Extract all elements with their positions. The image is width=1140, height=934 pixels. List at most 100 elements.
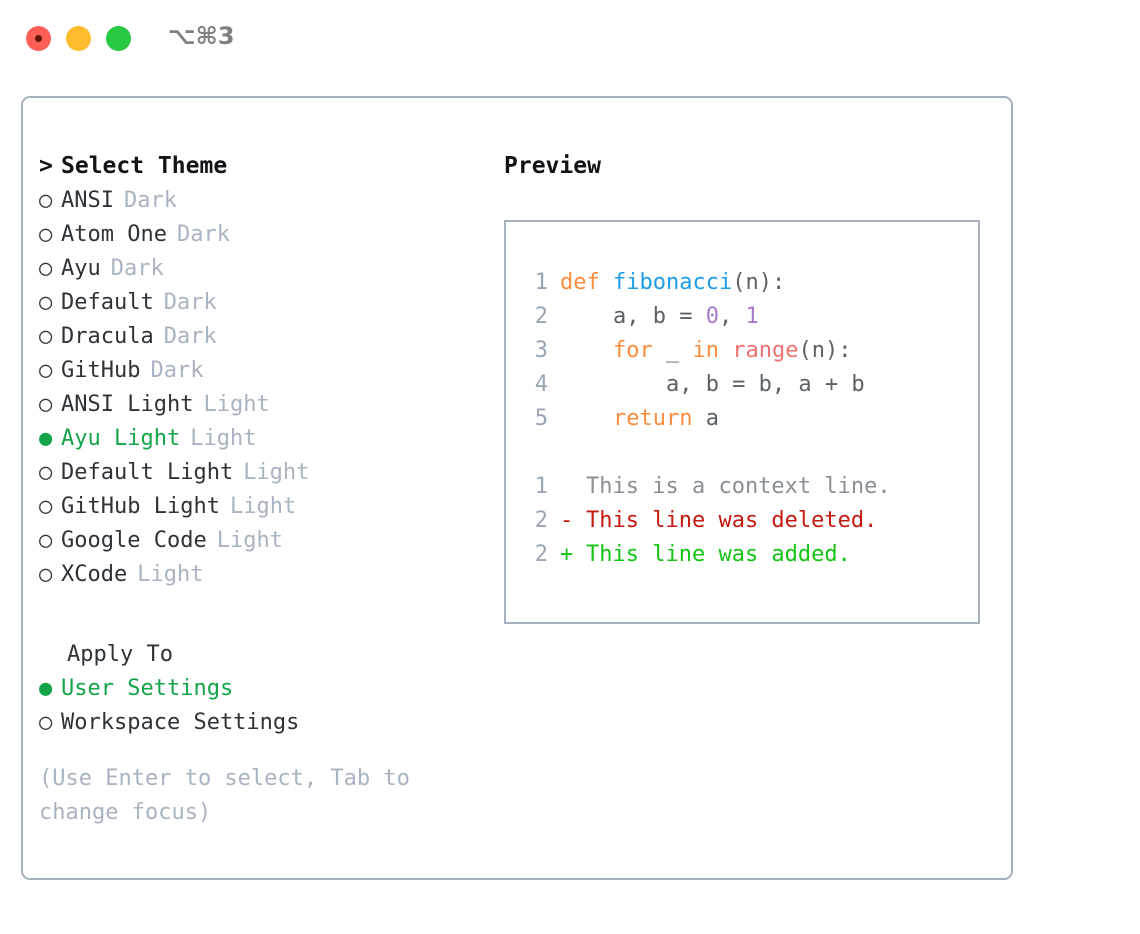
radio-unselected-icon: ○ [39, 460, 53, 485]
code-token-kw: for [612, 338, 653, 363]
radio-unselected-icon: ○ [39, 392, 53, 417]
code-line: 3 for _ in range(n): [522, 334, 962, 368]
radio-unselected-icon: ○ [39, 528, 53, 553]
apply-to-label: User Settings [61, 676, 234, 701]
theme-list-item[interactable]: ○ GitHub Light Light [39, 490, 479, 524]
theme-variant-tag: Dark [110, 256, 164, 281]
code-token-kw: def [560, 270, 613, 295]
theme-name: XCode [61, 562, 128, 587]
diff-sign: + [560, 542, 574, 567]
theme-variant-tag: Light [243, 460, 310, 485]
code-token-plain: a, b = b, a + b [560, 372, 865, 397]
diff-sign: - [560, 508, 574, 533]
code-line: 2 a, b = 0, 1 [522, 300, 962, 334]
diff-text: This line was deleted. [586, 508, 878, 533]
code-line: 5 return a [522, 402, 962, 436]
close-window-button[interactable] [26, 26, 51, 51]
diff-sample: 1 This is a context line.2-This line was… [522, 470, 962, 572]
code-token-punct: (n): [732, 270, 786, 295]
title-bar: ⌥⌘3 [0, 0, 1140, 78]
theme-name: ANSI Light [61, 392, 194, 417]
apply-to-option[interactable]: ● User Settings [39, 672, 479, 706]
theme-name: Default Light [61, 460, 234, 485]
code-token-plain: _ [652, 338, 693, 363]
radio-selected-icon: ● [39, 676, 53, 701]
theme-name: Default [61, 290, 154, 315]
radio-unselected-icon: ○ [39, 358, 53, 383]
code-token-plain [719, 338, 732, 363]
code-line: 1 def fibonacci(n): [522, 266, 962, 300]
theme-name: Google Code [61, 528, 207, 553]
theme-variant-tag: Dark [163, 290, 217, 315]
radio-unselected-icon: ○ [39, 188, 53, 213]
theme-variant-tag: Light [203, 392, 270, 417]
radio-unselected-icon: ○ [39, 256, 53, 281]
code-line-number: 1 [534, 270, 548, 295]
theme-list-item[interactable]: ○ ANSI Dark [39, 184, 479, 218]
code-token-punct: (n): [798, 338, 852, 363]
code-token-plain: a [692, 406, 719, 431]
theme-variant-tag: Light [190, 426, 257, 451]
keyboard-hint-text: (Use Enter to select, Tab to change focu… [39, 766, 410, 825]
code-line: 4 a, b = b, a + b [522, 368, 962, 402]
theme-variant-tag: Dark [176, 222, 230, 247]
diff-text: This is a context line. [586, 474, 891, 499]
code-token-plain: a, b = [560, 304, 706, 329]
diff-text: This line was added. [586, 542, 851, 567]
select-theme-heading-label: Select Theme [61, 153, 228, 179]
maximize-window-button[interactable] [106, 26, 131, 51]
select-theme-heading: > Select Theme [39, 148, 479, 184]
diff-line-deleted: 2-This line was deleted. [522, 504, 962, 538]
radio-unselected-icon: ○ [39, 494, 53, 519]
theme-name: Atom One [61, 222, 167, 247]
diff-line-number: 2 [534, 542, 548, 567]
apply-to-list: ● User Settings ○ Workspace Settings [39, 672, 479, 740]
list-gap-spacer [39, 592, 479, 638]
apply-to-heading: Apply To [67, 642, 173, 667]
minimize-window-button[interactable] [66, 26, 91, 51]
diff-line-number: 2 [534, 508, 548, 533]
apply-to-option[interactable]: ○ Workspace Settings [39, 706, 479, 740]
apply-to-label: Workspace Settings [61, 710, 300, 735]
code-line-number: 4 [534, 372, 548, 397]
code-token-builtin: range [732, 338, 799, 363]
theme-variant-tag: Light [216, 528, 283, 553]
radio-unselected-icon: ○ [39, 710, 53, 735]
radio-unselected-icon: ○ [39, 290, 53, 315]
code-token-fn: fibonacci [612, 270, 733, 295]
theme-name: Dracula [61, 324, 154, 349]
code-token-plain [560, 406, 613, 431]
theme-list-item[interactable]: ○ Google Code Light [39, 524, 479, 558]
theme-variant-tag: Light [137, 562, 204, 587]
theme-name: Ayu [61, 256, 101, 281]
diff-line-context: 1 This is a context line. [522, 470, 962, 504]
theme-variant-tag: Dark [123, 188, 177, 213]
theme-name: ANSI [61, 188, 114, 213]
theme-list-item[interactable]: ○ Default Dark [39, 286, 479, 320]
radio-unselected-icon: ○ [39, 222, 53, 247]
theme-variant-tag: Light [229, 494, 297, 519]
code-token-plain: , [718, 304, 746, 329]
code-line-number: 3 [534, 338, 548, 363]
code-token-kw: return [612, 406, 693, 431]
code-token-num: 0 [705, 304, 719, 329]
radio-unselected-icon: ○ [39, 324, 53, 349]
theme-name: GitHub Light [61, 494, 220, 519]
theme-list-item[interactable]: ○ Atom One Dark [39, 218, 479, 252]
radio-selected-icon: ● [39, 426, 53, 451]
diff-sign [560, 470, 586, 504]
code-token-kw: in [692, 338, 719, 363]
preview-heading: Preview [504, 153, 601, 179]
prompt-caret-icon: > [39, 153, 53, 179]
theme-name: GitHub [61, 358, 141, 383]
theme-list-item[interactable]: ○ Default Light Light [39, 456, 479, 490]
theme-list-item[interactable]: ○ ANSI Light Light [39, 388, 479, 422]
theme-list-item[interactable]: ○ Ayu Dark [39, 252, 479, 286]
